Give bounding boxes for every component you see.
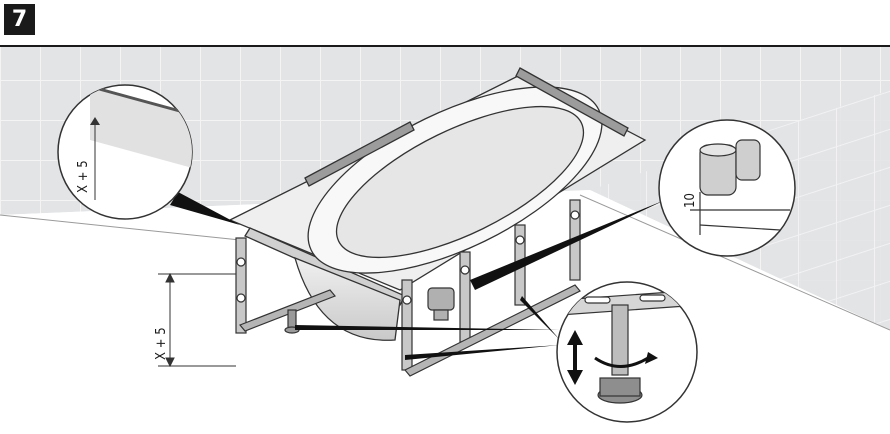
rotate-arrow-icon (594, 352, 658, 368)
frame-height-dimension (158, 272, 236, 368)
drain-assembly (427, 287, 455, 321)
header-rule (0, 45, 890, 47)
edge-detail-magnifier: X + 5 (57, 84, 193, 220)
drain-clearance-label: 10 (683, 193, 698, 208)
height-adjust-arrow-icon (567, 330, 583, 385)
callout-pointers (170, 192, 665, 360)
bathtub-installation-illustration: X + 5 10 (0, 47, 890, 434)
step-number: 7 (11, 7, 28, 32)
step-number-badge: 7 (4, 4, 35, 35)
frame-height-label: X + 5 (154, 327, 169, 360)
foot-adjustment-magnifier (556, 281, 698, 423)
bathtub (228, 67, 647, 341)
edge-dimension-label: X + 5 (76, 160, 91, 193)
drain-clearance-magnifier: 10 (658, 119, 796, 257)
